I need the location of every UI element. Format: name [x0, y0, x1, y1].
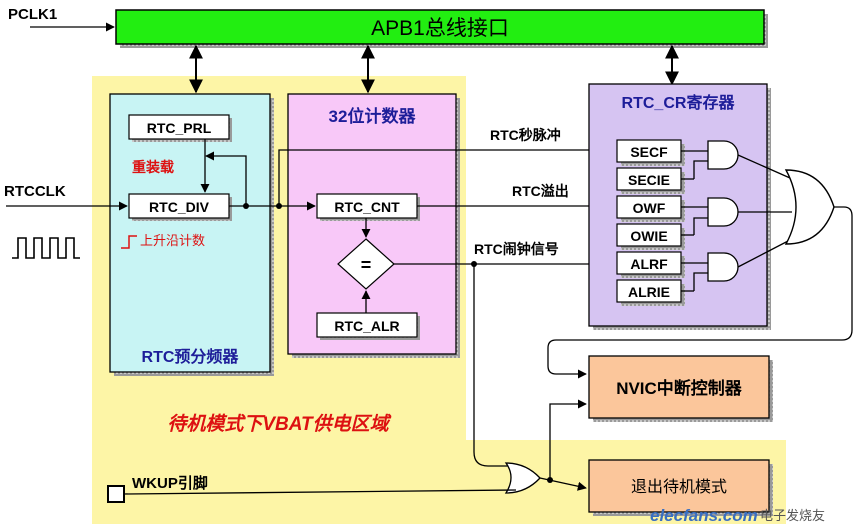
and-gate-second	[681, 140, 791, 180]
svg-text:SECF: SECF	[630, 144, 668, 160]
comparator	[337, 238, 395, 290]
and-gate-alarm	[681, 239, 791, 292]
vbat-area-label: 待机模式下VBAT供电区域	[167, 413, 391, 435]
cr-bit-owie: OWIE	[616, 223, 685, 250]
prescaler-title: RTC预分频器	[142, 347, 240, 366]
svg-text:SECIE: SECIE	[628, 172, 670, 188]
apb1-bus-label: APB1总线接口	[371, 17, 509, 40]
svg-text:OWF: OWF	[633, 200, 666, 216]
or-gate-wakeup	[504, 462, 541, 494]
rtc-cnt-label: RTC_CNT	[334, 199, 400, 215]
wkup-label: WKUP引脚	[132, 475, 208, 492]
cr-bit-secf: SECF	[616, 139, 685, 166]
svg-text:ALRIE: ALRIE	[628, 284, 670, 300]
reload-feedback-line	[205, 151, 247, 206]
or-gate-interrupt	[784, 169, 835, 245]
rising-edge-label: 上升沿计数	[140, 233, 205, 248]
svg-text:ALRF: ALRF	[630, 256, 668, 272]
alarm-to-wakeup-line	[473, 264, 512, 467]
reload-label: 重装载	[132, 159, 174, 175]
overflow-label: RTC溢出	[512, 183, 569, 199]
nvic-label: NVIC中断控制器	[616, 378, 743, 398]
wkup-pin	[107, 485, 125, 503]
second-pulse-label: RTC秒脉冲	[490, 127, 561, 143]
comparator-symbol: =	[361, 255, 372, 275]
rtc-prl-label: RTC_PRL	[147, 120, 212, 136]
junction-div	[243, 203, 249, 209]
exit-standby-block	[588, 459, 770, 513]
counter-block	[287, 93, 457, 355]
wakeup-to-nvic-line	[549, 399, 587, 480]
pclk1-label: PCLK1	[8, 6, 57, 23]
rtc-alr-label: RTC_ALR	[334, 318, 399, 334]
exit-standby-label: 退出待机模式	[631, 478, 727, 496]
cr-bit-secie: SECIE	[616, 167, 685, 194]
alarm-label: RTC闹钟信号	[474, 241, 559, 257]
rtc-prl-register	[128, 114, 230, 140]
rtc-alr-register	[316, 312, 418, 338]
watermark-site: elecfans.com	[650, 506, 758, 525]
svg-text:OWIE: OWIE	[630, 228, 667, 244]
nvic-block	[588, 355, 770, 419]
wkup-line	[123, 489, 517, 495]
rising-edge-icon	[121, 235, 137, 249]
watermark-cn: 电子发烧友	[760, 508, 825, 523]
rtc-cr-title: RTC_CR寄存器	[622, 93, 736, 112]
counter-title: 32位计数器	[329, 106, 417, 126]
rtcclk-label: RTCCLK	[4, 183, 66, 200]
second-pulse-line	[278, 145, 615, 206]
clock-waveform-icon	[12, 237, 80, 259]
cr-bit-owf: OWF	[616, 195, 685, 222]
cr-bit-alrie: ALRIE	[616, 279, 685, 306]
rtc-div-label: RTC_DIV	[149, 199, 210, 215]
and-gate-overflow	[681, 197, 792, 236]
apb1-bus	[115, 9, 765, 45]
cr-bit-alrf: ALRF	[616, 251, 685, 278]
or-output-to-nvic	[547, 206, 853, 379]
